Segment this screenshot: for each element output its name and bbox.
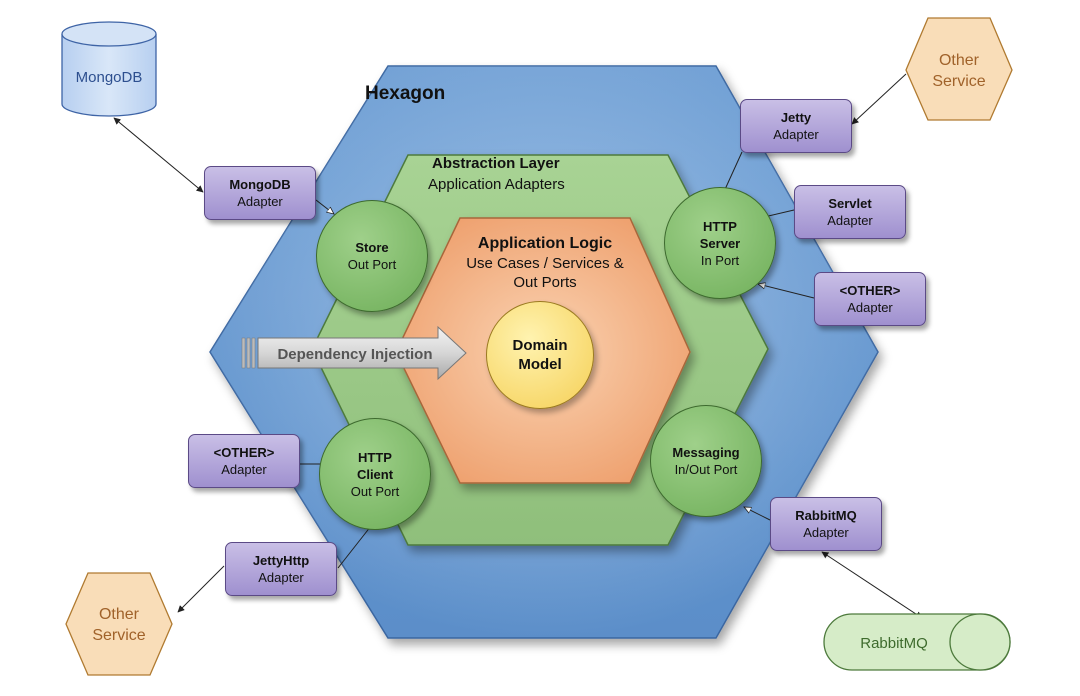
messaging-in-out-port: Messaging In/Out Port (650, 405, 762, 517)
http-client-port-name2: Client (356, 466, 394, 482)
connector-mongodb-store (315, 199, 334, 214)
store-out-port: Store Out Port (316, 200, 428, 312)
other-adapter-left-type: Adapter (221, 462, 267, 477)
http-server-port-name2: Server (699, 235, 741, 251)
jettyhttp-adapter-type: Adapter (258, 570, 304, 585)
other-adapter-right: <OTHER> Adapter (814, 272, 926, 326)
rabbitmq-adapter-name: RabbitMQ (795, 508, 857, 523)
jetty-adapter: Jetty Adapter (740, 99, 852, 153)
connector-rabbitmq-messaging (744, 506, 771, 521)
http-client-out-port: HTTP Client Out Port (319, 418, 431, 530)
http-server-port-type: In Port (700, 252, 740, 268)
rabbitmq-adapter-type: Adapter (803, 525, 849, 540)
http-client-port-name1: HTTP (358, 449, 392, 465)
jetty-adapter-type: Adapter (773, 127, 819, 142)
mongodb-adapter-name: MongoDB (229, 177, 291, 192)
rabbitmq-queue-label: RabbitMQ (860, 635, 928, 652)
rabbitmq-queue: RabbitMQ (823, 613, 1011, 671)
other-service-bottom: Other Service (65, 572, 173, 676)
jettyhttp-adapter: JettyHttp Adapter (225, 542, 337, 596)
domain-model: Domain Model (486, 301, 594, 409)
other-adapter-left-name: <OTHER> (213, 445, 275, 460)
hexagon-title: Hexagon (365, 83, 445, 104)
other-adapter-left: <OTHER> Adapter (188, 434, 300, 488)
other-service-top: Other Service (905, 17, 1013, 121)
servlet-adapter-type: Adapter (827, 213, 873, 228)
other-adapter-right-type: Adapter (847, 300, 893, 315)
http-client-port-type: Out Port (350, 483, 400, 499)
other-adapter-right-name: <OTHER> (839, 283, 901, 298)
servlet-adapter-name: Servlet (828, 196, 872, 211)
connector-other-httpserver (758, 284, 815, 299)
store-port-type: Out Port (347, 257, 397, 272)
servlet-adapter: Servlet Adapter (794, 185, 906, 239)
connector-mongodb-db (113, 117, 204, 193)
connector-jettyhttp-otherservice (177, 565, 225, 613)
rabbitmq-adapter: RabbitMQ Adapter (770, 497, 882, 551)
store-port-name: Store (355, 240, 389, 255)
application-line2: Use Cases / Services & (466, 255, 624, 272)
mongodb-database: MongoDB (61, 21, 157, 117)
abstraction-subtitle: Application Adapters (428, 176, 565, 193)
http-server-port-name1: HTTP (703, 218, 737, 234)
connector-rabbitmq-queue (821, 551, 923, 619)
other-service-bottom-line1: Other (99, 606, 140, 623)
connectors (113, 73, 923, 619)
other-service-bottom-line2: Service (92, 627, 145, 644)
mongodb-adapter-type: Adapter (237, 194, 283, 209)
domain-line2: Model (518, 356, 562, 373)
application-title: Application Logic (478, 235, 612, 252)
jettyhttp-adapter-name: JettyHttp (252, 553, 310, 568)
messaging-port-type: In/Out Port (674, 462, 738, 477)
dependency-injection-label: Dependency Injection (277, 346, 432, 363)
http-server-in-port: HTTP Server In Port (664, 187, 776, 299)
domain-line1: Domain (512, 337, 568, 354)
mongodb-database-label: MongoDB (76, 69, 143, 86)
abstraction-title: Abstraction Layer (432, 155, 560, 172)
mongodb-adapter: MongoDB Adapter (204, 166, 316, 220)
connector-otherservice-jetty (851, 73, 907, 125)
other-service-top-line1: Other (939, 52, 980, 69)
application-line3: Out Ports (513, 274, 576, 291)
messaging-port-name: Messaging (672, 445, 740, 460)
other-service-top-line2: Service (932, 73, 985, 90)
jetty-adapter-name: Jetty (780, 110, 812, 125)
dependency-injection-arrow: Dependency Injection (241, 325, 467, 381)
